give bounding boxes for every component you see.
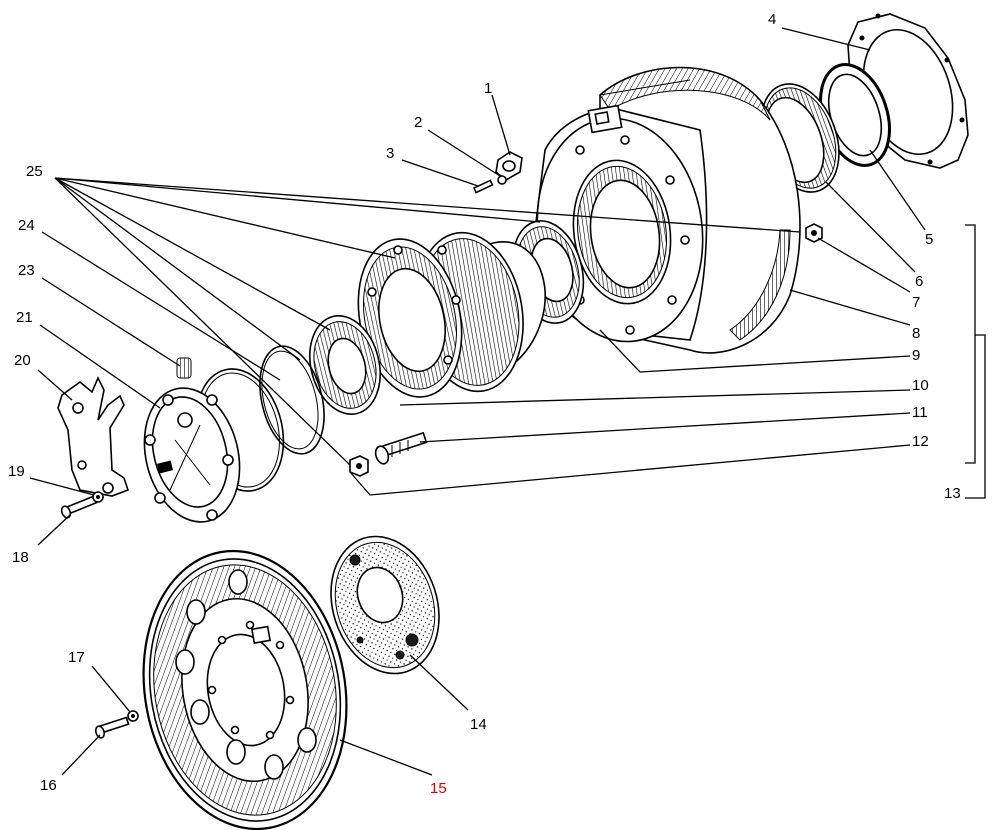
label-14: 14 (470, 716, 487, 733)
label-4: 4 (768, 11, 776, 28)
label-12: 12 (912, 433, 929, 450)
label-8: 8 (912, 325, 920, 342)
label-9: 9 (912, 347, 920, 364)
label-7: 7 (912, 294, 920, 311)
bolt-11 (374, 431, 428, 465)
brake-disc-15 (142, 549, 348, 830)
label-25: 25 (26, 163, 43, 180)
nut-2 (497, 175, 507, 185)
label-2: 2 (414, 114, 422, 131)
label-1: 1 (484, 80, 492, 97)
label-15: 15 (430, 780, 447, 797)
label-21: 21 (16, 309, 33, 326)
label-17: 17 (68, 649, 85, 666)
ring-gear-assembly (357, 231, 546, 398)
label-24: 24 (18, 217, 35, 234)
snap-ring-24 (259, 345, 325, 455)
washer-19 (92, 491, 104, 503)
plate-1 (495, 151, 523, 181)
bracket-20 (57, 376, 130, 497)
washer-17 (127, 710, 139, 722)
leader-lines (29, 27, 986, 776)
label-10: 10 (912, 377, 929, 394)
bolt-12 (349, 455, 369, 477)
label-18: 18 (12, 549, 29, 566)
label-16: 16 (40, 777, 57, 794)
label-23: 23 (18, 262, 35, 279)
label-11: 11 (912, 404, 928, 421)
nut-7 (805, 223, 823, 243)
label-13: 13 (944, 485, 961, 502)
plug-23 (176, 357, 192, 379)
housing-14 (330, 535, 440, 675)
screw-3 (472, 179, 494, 194)
label-5: 5 (925, 231, 933, 248)
bolt-16 (94, 716, 130, 739)
label-6: 6 (915, 273, 923, 290)
inner-gear (309, 314, 381, 416)
bolt-18 (60, 495, 98, 519)
label-20: 20 (14, 352, 31, 369)
part-labels: 1 2 3 4 5 6 7 8 9 10 11 12 13 14 15 16 1… (8, 11, 961, 797)
label-19: 19 (8, 463, 25, 480)
cover-21 (143, 387, 241, 523)
label-3: 3 (386, 145, 394, 162)
